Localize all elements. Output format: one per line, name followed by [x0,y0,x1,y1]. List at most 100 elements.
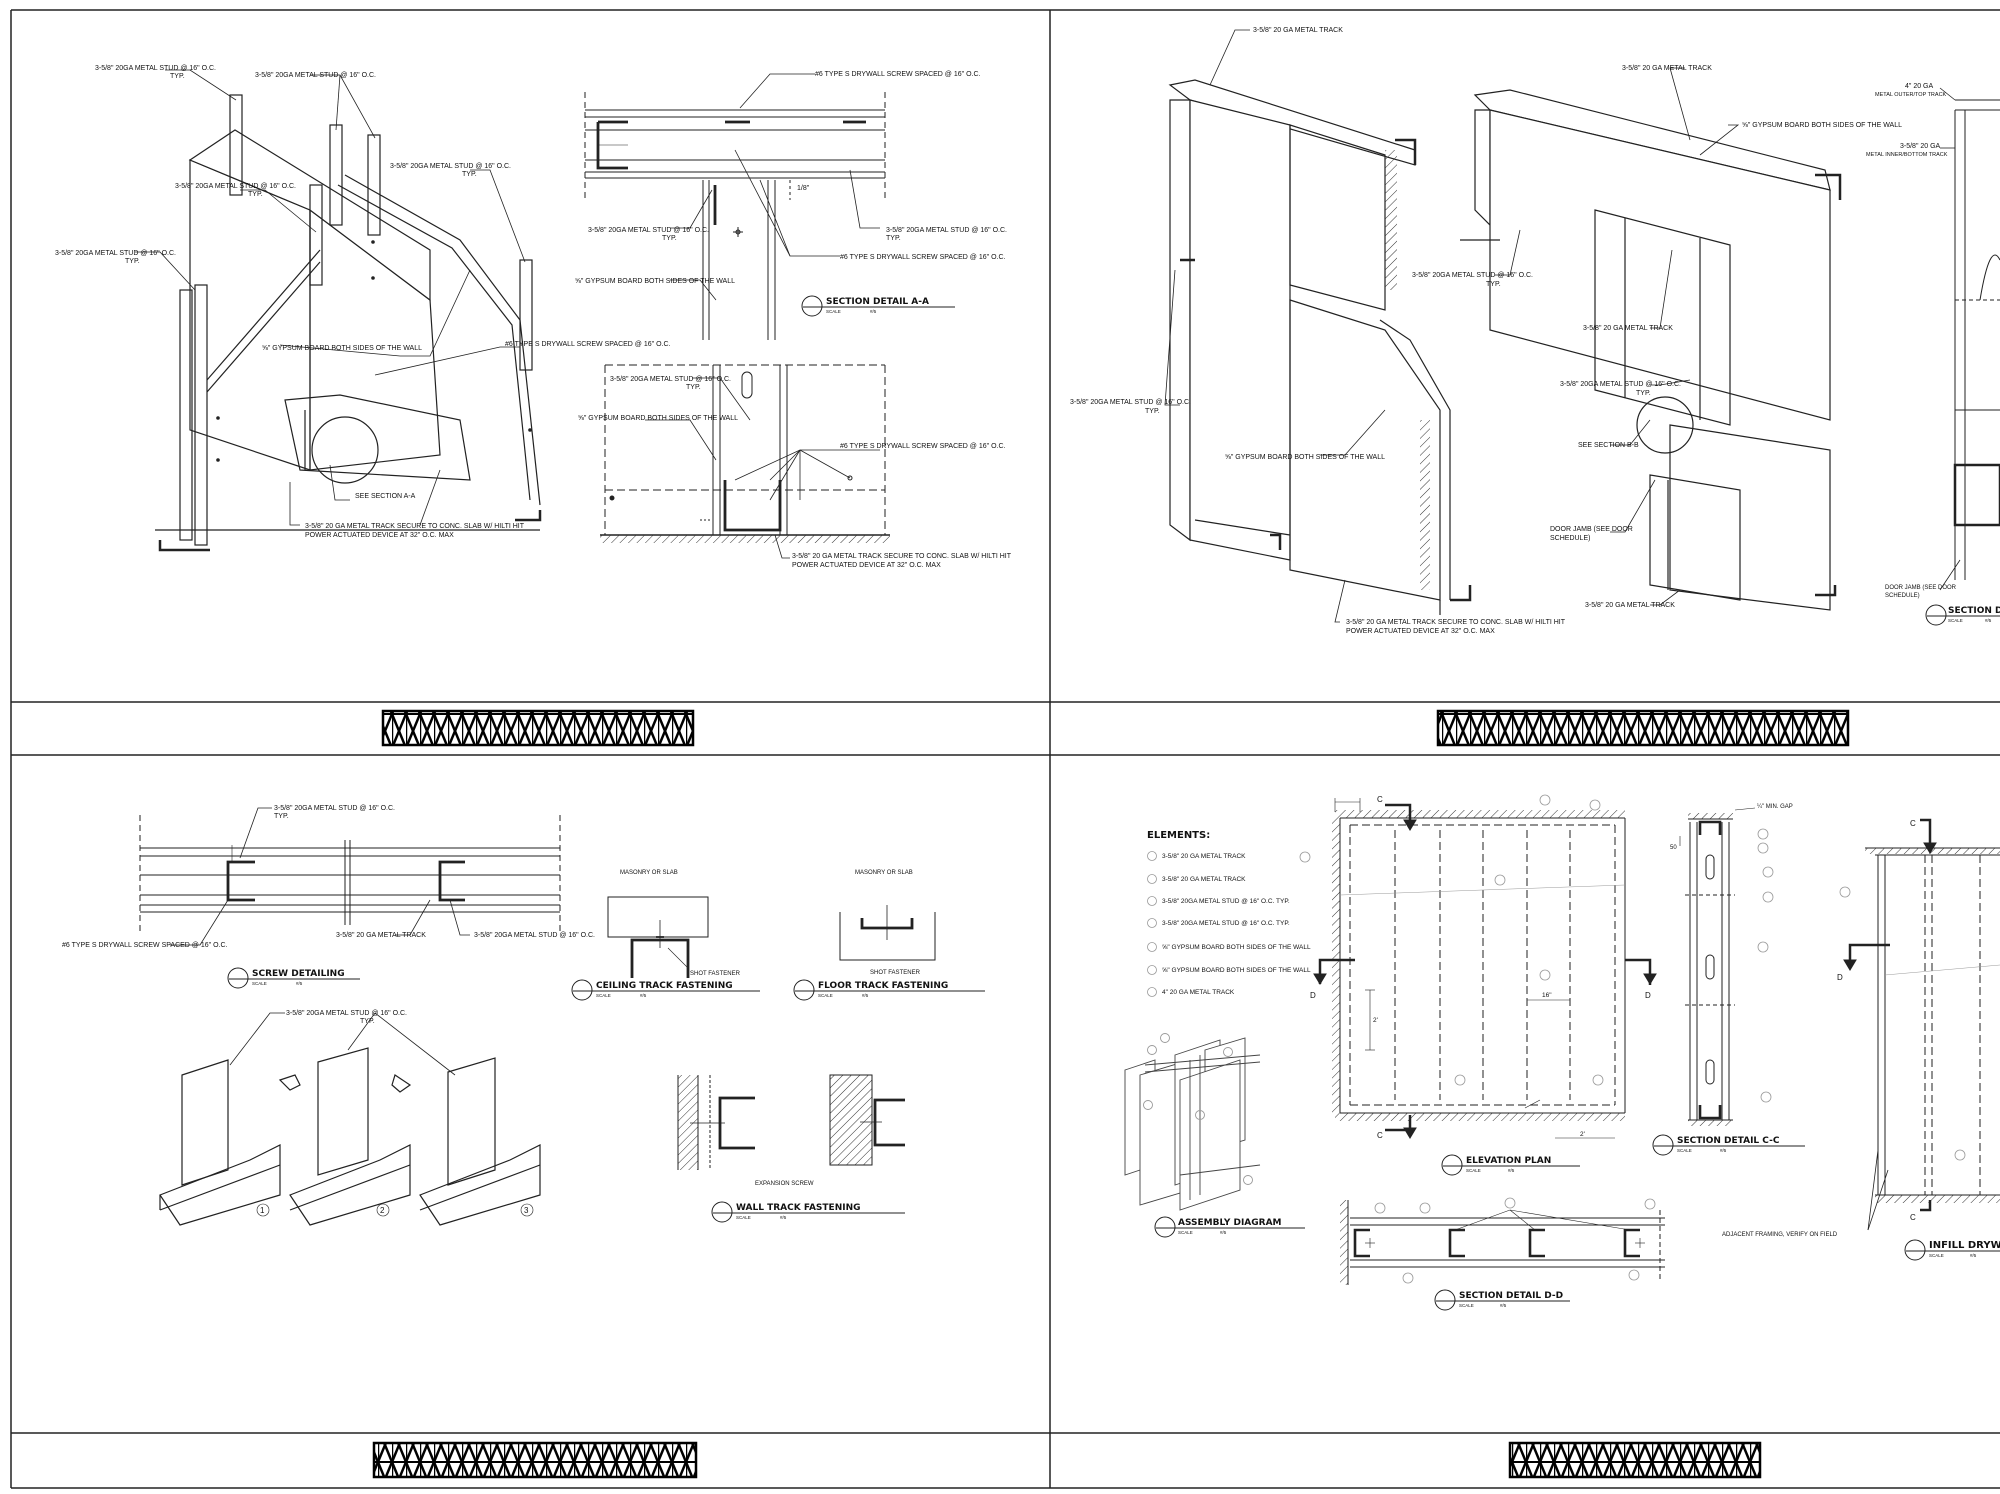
q2-label-track-bot-2: POWER ACTUATED DEVICE AT 32" O.C. MAX [1346,628,1495,635]
q3-floor-text: MASONRY OR SLAB SHOT FASTENER [855,870,921,976]
sheet-frame [10,9,2000,1489]
q4-cc-title-bubble [1652,1134,1674,1156]
q3-screw-title-block: SCREW DETAILING SCALE #/5 [227,967,360,989]
q4-dd-ref: #/5 [1500,1303,1507,1308]
q4-assembly-scale: SCALE [1178,1230,1193,1235]
q4-element-1: 3-5/8" 20 GA METAL TRACK [1162,853,1246,860]
q1-lower-leaders [645,377,880,559]
q3-wall-scale: SCALE [736,1215,751,1220]
q2-far-section [1953,99,2000,580]
q1-label-stud-e-typ: TYP. [462,171,477,178]
q3-stud-assembly [159,1047,541,1226]
q1-detail-stud-left-typ: TYP. [662,235,677,242]
q4-element-5: ⅝" GYPSUM BOARD BOTH SIDES OF THE WALL [1162,944,1311,951]
q3-label-stud-iso-typ: TYP. [360,1018,375,1025]
q3-screw-leaders [170,807,470,946]
q3-stud-text: 3-5/8" 20GA METAL STUD @ 16" O.C. TYP. 1… [260,1010,529,1215]
q4-section-d-d-title-block: SECTION DETAIL D-D SCALE #/5 [1434,1289,1570,1311]
q2-label-far-1: 4" 20 GA [1905,83,1933,90]
q3-screw-scale: SCALE [252,981,267,986]
q3-label-track: 3-5/8" 20 GA METAL TRACK [336,932,426,939]
q3-floor-ref: #/5 [862,993,869,998]
q4-cc-title: SECTION DETAIL C-C [1677,1136,1780,1146]
q1-section-detail-a-a [584,92,886,340]
q3-wall-title: WALL TRACK FASTENING [736,1203,861,1213]
q3-floor-track [839,905,936,961]
q4-elevation-text: C C D D 16" 2' 2' [1310,795,1651,1140]
q1-label-screw: #6 TYPE S DRYWALL SCREW SPACED @ 16" O.C… [505,341,671,348]
q3-label-stud-right: 3-5/8" 20GA METAL STUD @ 16" O.C. [474,932,595,939]
q4-infill-scale: SCALE [1929,1253,1944,1258]
q4-dd-title: SECTION DETAIL D-D [1459,1291,1563,1301]
q4-infill-cut-c-bot: C [1910,1213,1916,1222]
q4-adjacent: ADJACENT FRAMING, VERIFY ON FIELD [1722,1232,1838,1238]
q3-screw-title: SCREW DETAILING [252,969,345,979]
q4-elevation-scale: SCALE [1466,1168,1481,1173]
q1-lower-screw: #6 TYPE S DRYWALL SCREW SPACED @ 16" O.C… [840,443,1006,450]
q3-ceiling-title-bubble [571,979,593,1001]
q3-screw-detailing [139,815,561,935]
q2-title-block: SECTION DETAIL SCALE #/5 [1925,604,2000,626]
q4-infill-text: C D C ADJACENT FRAMING, VERIFY ON FIELD [1722,819,1916,1238]
q4-dd-title-bubble [1434,1289,1456,1311]
q4-element-3: 3-5/8" 20GA METAL STUD @ 16" O.C. TYP. [1162,898,1290,905]
q1-detail-screw-top: #6 TYPE S DRYWALL SCREW SPACED @ 16" O.C… [815,71,981,78]
q2-label-stud-mid2: 3-5/8" 20GA METAL STUD @ 16" O.C. [1560,381,1681,388]
q1-detail-stud-right: 3-5/8" 20GA METAL STUD @ 16" O.C. [886,227,1007,234]
q1-detail-stud-right-typ: TYP. [886,235,901,242]
q3-ceiling-title: CEILING TRACK FASTENING [596,981,733,991]
q2-label-far-door-2: SCHEDULE) [1885,593,1920,599]
q2-label-door-jamb-1: DOOR JAMB (SEE DOOR [1550,526,1633,533]
q4-elevation-plan [1299,794,1657,1139]
q1-lower-stud-typ: TYP. [686,384,701,391]
q2-isometric-frame [1460,89,1842,611]
q3-floor-title-block: FLOOR TRACK FASTENING SCALE #/5 [793,979,985,1001]
q3-shot-2: SHOT FASTENER [870,970,921,976]
q3-wall-title-bubble [711,1201,733,1223]
q3-label-screw: #6 TYPE S DRYWALL SCREW SPACED @ 16" O.C… [62,942,228,949]
q3-screw-title-bubble [227,967,249,989]
q4-cc-ref: #/5 [1720,1148,1727,1153]
q2-label-stud-mid-typ: TYP. [1486,281,1501,288]
q4-cut-d-right: D [1645,991,1651,1000]
q3-step-2: 2 [380,1206,385,1215]
q3-expansion: EXPANSION SCREW [755,1181,814,1187]
q3-floor-title-bubble [793,979,815,1001]
q3-ceiling-track [607,896,709,978]
q1-detail-title-block: SECTION DETAIL A-A SCALE #/5 [801,295,955,317]
q3-shot-1: SHOT FASTENER [690,971,741,977]
q4-dim-50: 50 [1670,845,1677,851]
q1-label-see-section: SEE SECTION A-A [355,493,416,500]
q2-label-track-top2: 3-5/8" 20 GA METAL TRACK [1622,65,1712,72]
q3-screw-ref: #/5 [296,981,303,986]
q2-text: 3-5/8" 20 GA METAL TRACK 3-5/8" 20GA MET… [1070,27,1957,635]
q3-wall-ref: #/5 [780,1215,787,1220]
title-strip-2 [1436,709,1850,747]
q2-title-bubble [1925,604,1947,626]
q3-masonry-2: MASONRY OR SLAB [855,870,913,876]
q2-label-stud-mid2-typ: TYP. [1636,390,1651,397]
q3-ceiling-scale: SCALE [596,993,611,998]
q1-label-track-1: 3-5/8" 20 GA METAL TRACK SECURE TO CONC.… [305,523,525,530]
q4-element-6: ⅝" GYPSUM BOARD BOTH SIDES OF THE WALL [1162,967,1311,974]
q1-label-stud-a: 3-5/8" 20GA METAL STUD @ 16" O.C. [95,65,216,72]
q2-label-track-top: 3-5/8" 20 GA METAL TRACK [1253,27,1343,34]
title-strip-1 [381,709,695,747]
q3-floor-title: FLOOR TRACK FASTENING [818,981,948,991]
q2-title: SECTION DETAIL [1948,606,2000,616]
q4-elevation-ref: #/5 [1508,1168,1515,1173]
title-block-strips [372,709,1850,1479]
q4-dim-2b: 2' [1580,1131,1585,1138]
q4-dim-2: 2' [1373,1017,1378,1024]
q4-cc-scale: SCALE [1677,1148,1692,1153]
q1-label-stud-a-typ: TYP. [170,73,185,80]
q3-stud-leaders [229,1012,456,1076]
q4-dim-quarter: ¼" MIN. GAP [1757,804,1793,810]
q2-ref: #/5 [1985,618,1992,623]
q1-label-track-2: POWER ACTUATED DEVICE AT 32" O.C. MAX [305,532,454,539]
q4-infill-cut-c-top: C [1910,819,1916,828]
q4-cut-d-left: D [1310,991,1316,1000]
title-strip-3 [372,1441,698,1479]
q2-isometric-wall [1168,79,1472,615]
q1-label-stud-c-typ: TYP. [248,191,263,198]
